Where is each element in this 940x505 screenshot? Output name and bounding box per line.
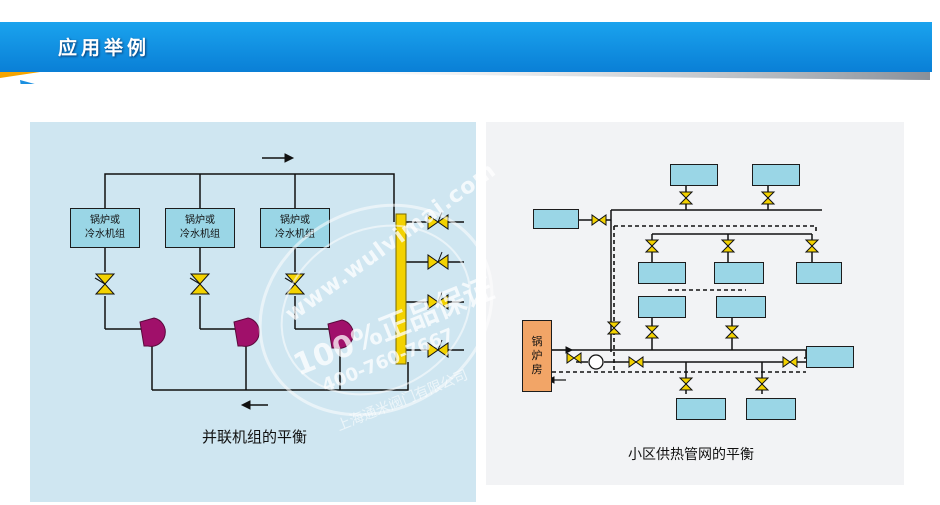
left-diagram-caption: 并联机组的平衡 — [202, 428, 308, 446]
consumer-box — [746, 398, 796, 420]
consumer-box — [714, 262, 764, 284]
branch-valve-icon — [427, 291, 449, 310]
valve-icon — [566, 352, 582, 364]
valve-icon — [678, 191, 694, 205]
right-diagram-caption: 小区供热管网的平衡 — [628, 447, 754, 463]
valve-icon — [804, 239, 820, 253]
flow-arrow-left — [240, 400, 268, 410]
consumer-box — [533, 209, 579, 229]
header-banner — [0, 22, 940, 94]
valve-icon — [724, 325, 740, 339]
valve-icon — [644, 239, 660, 253]
branch-valve-icon — [427, 251, 449, 270]
valve-icon — [760, 191, 776, 205]
branch-valve-icon — [427, 211, 449, 230]
parallel-units-diagram: 锅炉或 冷水机组 锅炉或 冷水机组 锅炉或 冷水机组 并联机组的平衡 — [30, 122, 476, 502]
consumer-box — [638, 262, 686, 284]
consumer-box — [752, 164, 800, 186]
valve-icon — [628, 356, 644, 368]
consumer-box — [806, 346, 854, 368]
consumer-box — [638, 296, 686, 318]
circulation-pump-icon — [588, 354, 604, 370]
flow-arrow-right — [262, 153, 295, 163]
branch-valve-icon — [427, 339, 449, 358]
balancing-valve-icon — [189, 273, 211, 295]
page-title: 应用举例 — [58, 37, 151, 59]
district-heating-diagram: 锅 炉 房 小区供热管网的平衡 — [486, 122, 904, 485]
valve-icon — [644, 325, 660, 339]
pump-icon — [139, 317, 166, 347]
valve-icon — [591, 214, 607, 226]
distribution-manifold — [395, 213, 407, 365]
consumer-box — [670, 164, 718, 186]
unit-box-1: 锅炉或 冷水机组 — [70, 208, 140, 248]
valve-icon — [754, 377, 770, 391]
balancing-valve-icon — [94, 273, 116, 295]
valve-icon — [678, 377, 694, 391]
supply-arrow — [565, 346, 574, 354]
valve-icon — [606, 321, 622, 335]
valve-icon — [782, 356, 798, 368]
boiler-room-box: 锅 炉 房 — [522, 320, 552, 392]
pump-icon — [327, 319, 354, 349]
balancing-valve-icon — [284, 273, 306, 295]
unit-box-3: 锅炉或 冷水机组 — [260, 208, 330, 248]
valve-icon — [720, 239, 736, 253]
consumer-box — [796, 262, 842, 284]
consumer-box — [676, 398, 726, 420]
consumer-box — [716, 296, 766, 318]
pump-icon — [233, 317, 260, 347]
unit-box-2: 锅炉或 冷水机组 — [165, 208, 235, 248]
